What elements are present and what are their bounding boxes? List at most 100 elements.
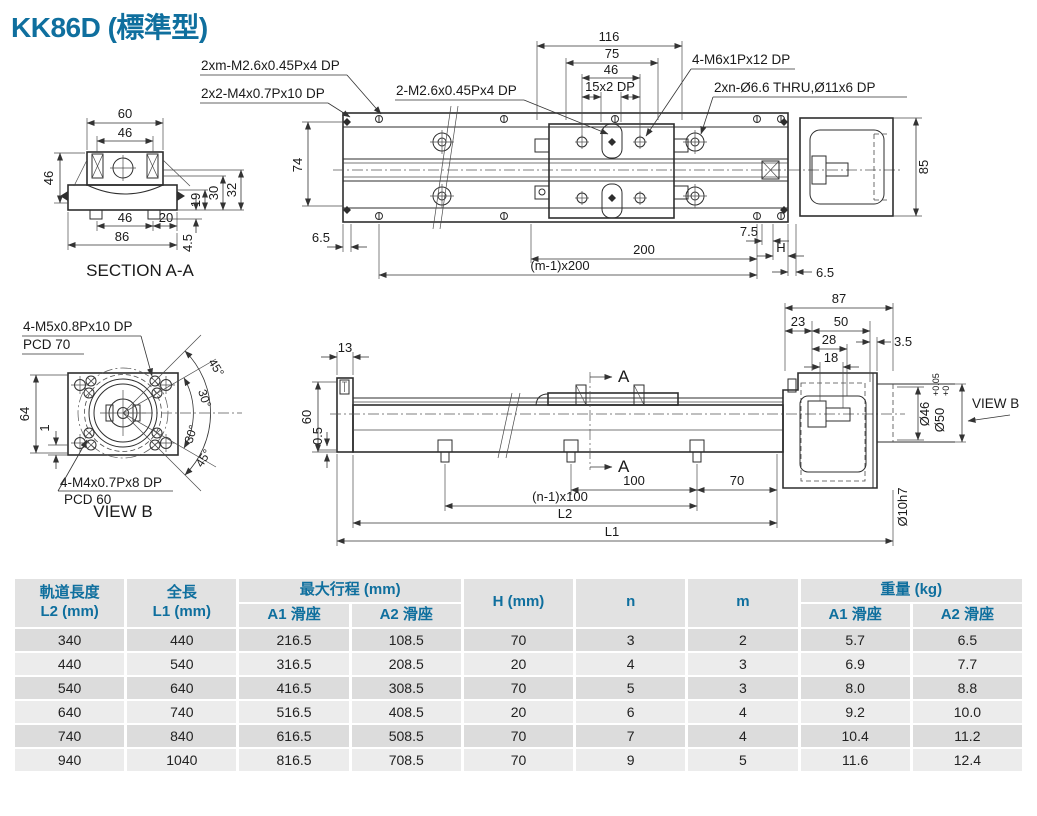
cell-weight-a1: 5.7: [800, 628, 910, 651]
cell-n: 9: [576, 748, 686, 771]
cell-stroke-a2: 308.5: [351, 676, 461, 699]
dim-dia-46: Ø46: [917, 402, 932, 427]
view-b-caption: VIEW B: [93, 502, 153, 521]
table-row: 440 540 316.5 208.5 20 4 3 6.9 7.7: [15, 652, 1022, 675]
cell-stroke-a2: 208.5: [351, 652, 461, 675]
cell-l2: 340: [15, 628, 125, 651]
cell-n: 5: [576, 676, 686, 699]
base-mount-screw-icons: [437, 439, 705, 463]
table-row: 640 740 516.5 408.5 20 6 4 9.2 10.0: [15, 700, 1022, 723]
dim-6-5-right: 6.5: [816, 265, 834, 280]
dim-side-28: 28: [822, 332, 836, 347]
plan-view-dimensions: 116 75 46 15x2 DP 74 85 6.5 200 (m-1)x20…: [290, 29, 931, 280]
col-header-h: H (mm): [463, 579, 574, 627]
dim-sec-30: 30: [206, 186, 221, 200]
cell-l1: 840: [127, 724, 237, 747]
cell-m: 3: [688, 652, 798, 675]
dim-side-60: 60: [299, 410, 314, 424]
callout-m4-screws: 2x2-M4x0.7Px10 DP: [201, 86, 325, 101]
dim-l1: L1: [605, 524, 619, 539]
cell-weight-a1: 6.9: [800, 652, 910, 675]
cell-h: 70: [463, 628, 574, 651]
cell-weight-a1: 8.0: [800, 676, 910, 699]
dim-15x2: 15x2 DP: [585, 79, 635, 94]
cell-weight-a2: 6.5: [912, 628, 1022, 651]
cell-stroke-a1: 416.5: [239, 676, 349, 699]
dim-74: 74: [290, 158, 305, 172]
col-header-weight: 重量 (kg): [800, 579, 1022, 602]
dim-vb-1: 1: [37, 424, 52, 431]
dim-side-50: 50: [834, 314, 848, 329]
callout-m5-screws: 4-M5x0.8Px10 DP: [23, 319, 133, 334]
callout-pcd70: PCD 70: [23, 337, 70, 352]
technical-drawing-canvas: 2xm-M2.6x0.45Px4 DP 2x2-M4x0.7Px10 DP 2-…: [17, 29, 1019, 546]
view-b-direction-label: VIEW B: [972, 396, 1019, 411]
cell-l1: 440: [127, 628, 237, 651]
header-line: 全長: [166, 584, 197, 601]
cell-n: 7: [576, 724, 686, 747]
dim-dia-50-tol-upper: +0.05: [931, 373, 941, 396]
dim-m1x200: (m-1)x200: [530, 258, 589, 273]
cell-weight-a2: 8.8: [912, 676, 1022, 699]
dim-side-100: 100: [623, 473, 645, 488]
col-header-stroke-a2: A2 滑座: [351, 603, 461, 627]
cell-m: 5: [688, 748, 798, 771]
dim-dia-10h7: Ø10h7: [895, 487, 910, 526]
dim-200: 200: [633, 242, 655, 257]
dim-sec-32: 32: [224, 183, 239, 197]
side-view-drawing: A A: [330, 367, 955, 489]
dim-l2: L2: [558, 506, 572, 521]
dim-side-13: 13: [338, 340, 352, 355]
section-arrow-a-top: A: [618, 367, 630, 386]
cell-m: 4: [688, 724, 798, 747]
dim-dia-50: Ø50: [932, 408, 947, 433]
cell-stroke-a2: 108.5: [351, 628, 461, 651]
header-line: 軌道長度: [39, 584, 100, 601]
cell-stroke-a1: 516.5: [239, 700, 349, 723]
dim-85: 85: [916, 160, 931, 174]
callout-m4-flange: 4-M4x0.7Px8 DP: [60, 475, 162, 490]
cell-n: 4: [576, 652, 686, 675]
col-header-stroke-a1: A1 滑座: [239, 603, 349, 627]
cell-m: 2: [688, 628, 798, 651]
col-header-weight-a1: A1 滑座: [800, 603, 910, 627]
dim-6-5-left: 6.5: [312, 230, 330, 245]
callout-m6-carriage: 4-M6x1Px12 DP: [692, 52, 790, 67]
cell-weight-a1: 9.2: [800, 700, 910, 723]
view-b-labels: 4-M5x0.8Px10 DP PCD 70 4-M4x0.7Px8 DP PC…: [17, 319, 227, 521]
side-view-dimensions: 13 60 0.5 87 23 50 28 18 3.5 Ø46 Ø5: [299, 291, 1019, 546]
cell-m: 3: [688, 676, 798, 699]
cell-l2: 540: [15, 676, 125, 699]
section-aa-dimensions: 60 46 46 19 30 32 46 20 86 4.5 SECTION A…: [41, 106, 245, 280]
dim-angle-45-upper: 45°: [205, 356, 227, 379]
section-arrow-a-bottom: A: [618, 457, 630, 476]
cell-l1: 540: [127, 652, 237, 675]
dim-sec-60: 60: [118, 106, 132, 121]
cell-weight-a2: 7.7: [912, 652, 1022, 675]
table-row: 340 440 216.5 108.5 70 3 2 5.7 6.5: [15, 628, 1022, 651]
cell-weight-a1: 11.6: [800, 748, 910, 771]
callout-pcd60: PCD 60: [64, 492, 111, 507]
dim-116: 116: [599, 29, 620, 44]
dim-sec-46b: 46: [41, 171, 56, 185]
dim-sec-4-5: 4.5: [180, 234, 195, 252]
dim-sec-46c: 46: [118, 210, 132, 225]
col-header-rail-length: 軌道長度 L2 (mm): [15, 579, 125, 627]
header-line: L1 (mm): [152, 602, 211, 620]
counterbore-hole-icon: [430, 130, 707, 208]
cell-stroke-a1: 316.5: [239, 652, 349, 675]
col-header-max-stroke: 最大行程 (mm): [239, 579, 461, 602]
cell-h: 20: [463, 652, 574, 675]
cell-l2: 740: [15, 724, 125, 747]
table-row: 940 1040 816.5 708.5 70 9 5 11.6 12.4: [15, 748, 1022, 771]
col-header-total-length: 全長 L1 (mm): [127, 579, 237, 627]
cell-l2: 640: [15, 700, 125, 723]
dim-7-5: 7.5: [740, 224, 758, 239]
table-row: 540 640 416.5 308.5 70 5 3 8.0 8.8: [15, 676, 1022, 699]
section-aa-drawing: [60, 151, 191, 220]
cell-n: 6: [576, 700, 686, 723]
dim-vb-64: 64: [17, 407, 32, 421]
dim-dia-50-tol-lower: +0: [941, 386, 951, 396]
dim-angle-30-lower: 30°: [182, 423, 201, 445]
cell-stroke-a1: 616.5: [239, 724, 349, 747]
